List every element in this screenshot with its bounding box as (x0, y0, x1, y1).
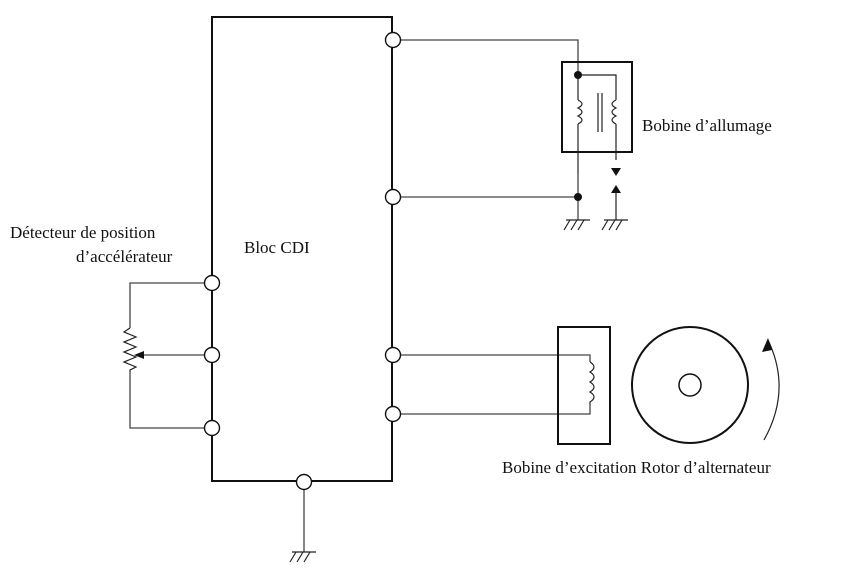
ground-symbol-coil (563, 219, 590, 231)
terminal-right-2 (384, 188, 402, 206)
potentiometer-resistor (122, 327, 138, 372)
rotor-outer-circle (631, 326, 749, 444)
wire-coil-primary-top (400, 39, 579, 75)
ground-symbol-cdi (289, 551, 316, 563)
wire-exciter-top (400, 354, 591, 362)
terminal-right-4 (384, 405, 402, 423)
exciter-rotor-label: Bobine d’excitation Rotor d’alternateur (502, 458, 771, 477)
terminal-right-3 (384, 346, 402, 364)
ignition-coil-label: Bobine d’allumage (642, 116, 772, 135)
ignition-coil-symbol (576, 74, 618, 174)
wire-exciter-bottom (400, 405, 591, 415)
exciter-coil-winding (588, 361, 595, 405)
cdi-block-label: Bloc CDI (244, 238, 310, 257)
throttle-sensor-label-line2: d’accélérateur (76, 247, 173, 266)
wire-sensor-bottom (129, 372, 204, 429)
junction-dot-bottom (574, 193, 582, 201)
rotor-hub-circle (678, 373, 702, 397)
ground-symbol-spark (601, 219, 628, 231)
potentiometer-wiper-arrow (134, 351, 144, 359)
terminal-right-1 (384, 31, 402, 49)
throttle-sensor-label-line1: Détecteur de position (10, 223, 156, 242)
terminal-left-3 (203, 419, 221, 437)
ignition-coil-box (561, 61, 633, 153)
wire-coil-primary-bottom (400, 174, 579, 198)
terminal-left-2 (203, 346, 221, 364)
junction-dot-top (574, 71, 582, 79)
spark-gap-symbol (611, 168, 621, 220)
rotation-arrow-head (762, 338, 772, 352)
terminal-left-1 (203, 274, 221, 292)
rotation-arrow-arc (763, 339, 780, 441)
exciter-coil-box (557, 326, 611, 445)
wire-sensor-top (129, 282, 204, 328)
terminal-bottom (295, 473, 313, 491)
